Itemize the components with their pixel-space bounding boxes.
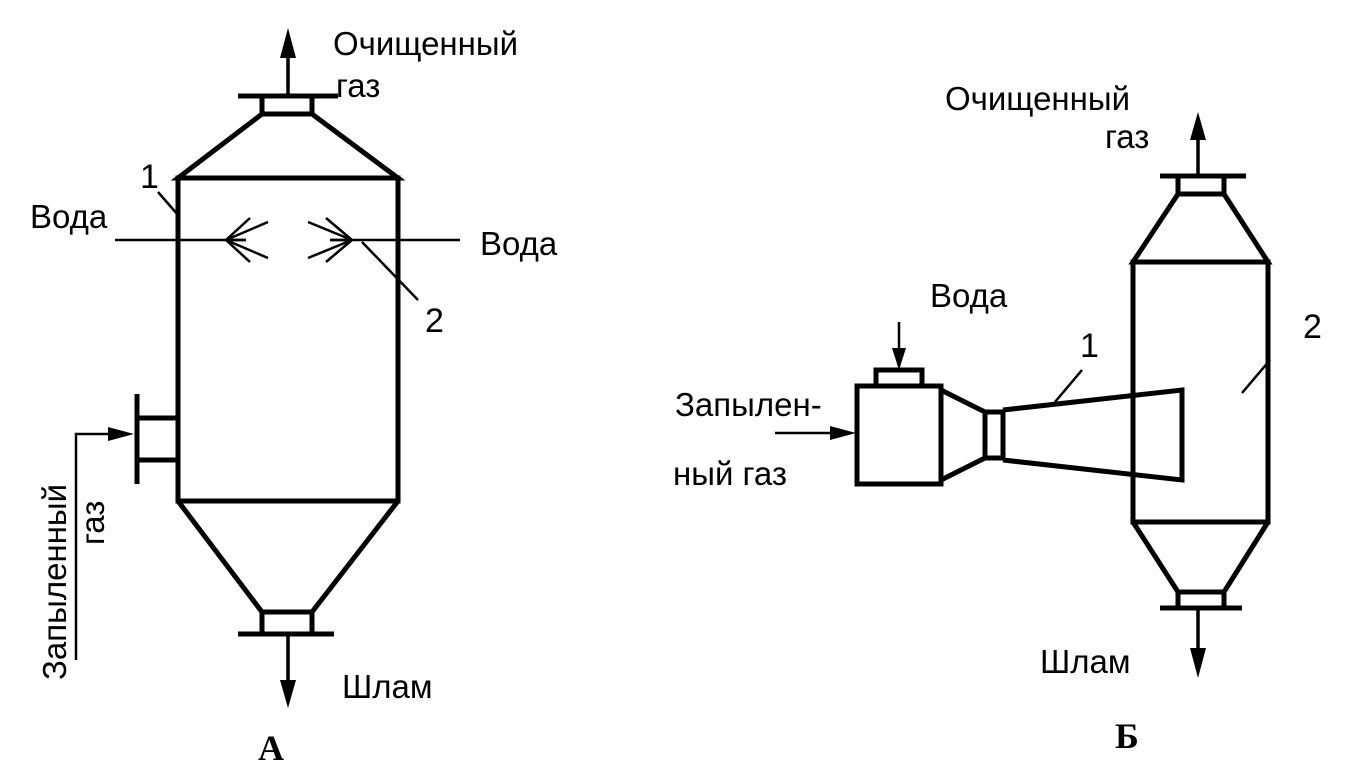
a-water-label-right: Вода [480,225,558,262]
a-sludge-arrowhead [280,680,296,708]
b-confuser [939,387,988,483]
b-water-arrowhead [892,348,906,370]
a-bottom-cone [176,499,400,615]
b-clean-gas-label-line2: газ [1105,118,1149,155]
a-body [175,175,401,504]
b-leader-1 [1054,369,1083,403]
a-water-label-left: Вода [30,198,108,235]
b-bottom-cone [1130,520,1271,595]
b-throat [982,409,1006,461]
b-label-2: 2 [1303,308,1322,346]
a-clean-gas-label-line1: Очищенный [333,25,518,62]
b-leader-2 [1241,359,1271,394]
b-diffuser [1002,387,1185,483]
a-leader-1 [157,191,179,216]
a-inlet-nozzle [134,415,181,463]
a-bottom-nozzle [259,609,315,637]
a-caption: А [258,728,284,768]
b-clean-gas-label-line1: Очищенный [945,80,1130,117]
b-dusty-gas-label-line1: Запылен- [675,386,822,423]
b-top-cone [1128,192,1273,265]
a-label-1: 1 [140,158,159,196]
a-spray-left [225,217,269,263]
a-dusty-gas-arrowhead [108,427,134,441]
b-clean-gas-arrowhead [1190,112,1206,140]
b-body [1130,259,1271,525]
a-dusty-gas-line [74,432,116,660]
a-sludge-label: Шлам [342,668,433,705]
a-spray-right [307,217,353,263]
a-clean-gas-arrowhead [280,28,296,58]
diagram-a: Очищенный газ Вода Вода 1 2 Шлам А Запыл… [30,25,558,768]
b-sludge-label: Шлам [1040,643,1131,680]
b-water-label: Вода [930,277,1008,314]
b-caption: Б [1115,716,1139,756]
a-dusty-gas-label-line1: Запыленный [36,484,73,680]
a-label-2: 2 [425,302,444,340]
diagram-b: Очищенный газ Вода 1 2 Запылен- ный газ … [673,80,1322,756]
a-dusty-gas-label-line2: газ [74,501,111,545]
a-clean-gas-label-line2: газ [336,67,380,104]
a-top-cone [170,111,406,181]
b-dusty-gas-arrowhead [830,426,856,440]
b-inlet-box [854,383,944,487]
b-top-nozzle [1175,173,1227,197]
a-top-nozzle [259,93,315,117]
b-sludge-arrowhead [1190,648,1206,678]
b-label-1: 1 [1080,327,1099,365]
a-leader-2 [361,241,419,301]
b-dusty-gas-label-line2: ный газ [673,455,787,492]
b-water-nozzle [873,367,925,389]
